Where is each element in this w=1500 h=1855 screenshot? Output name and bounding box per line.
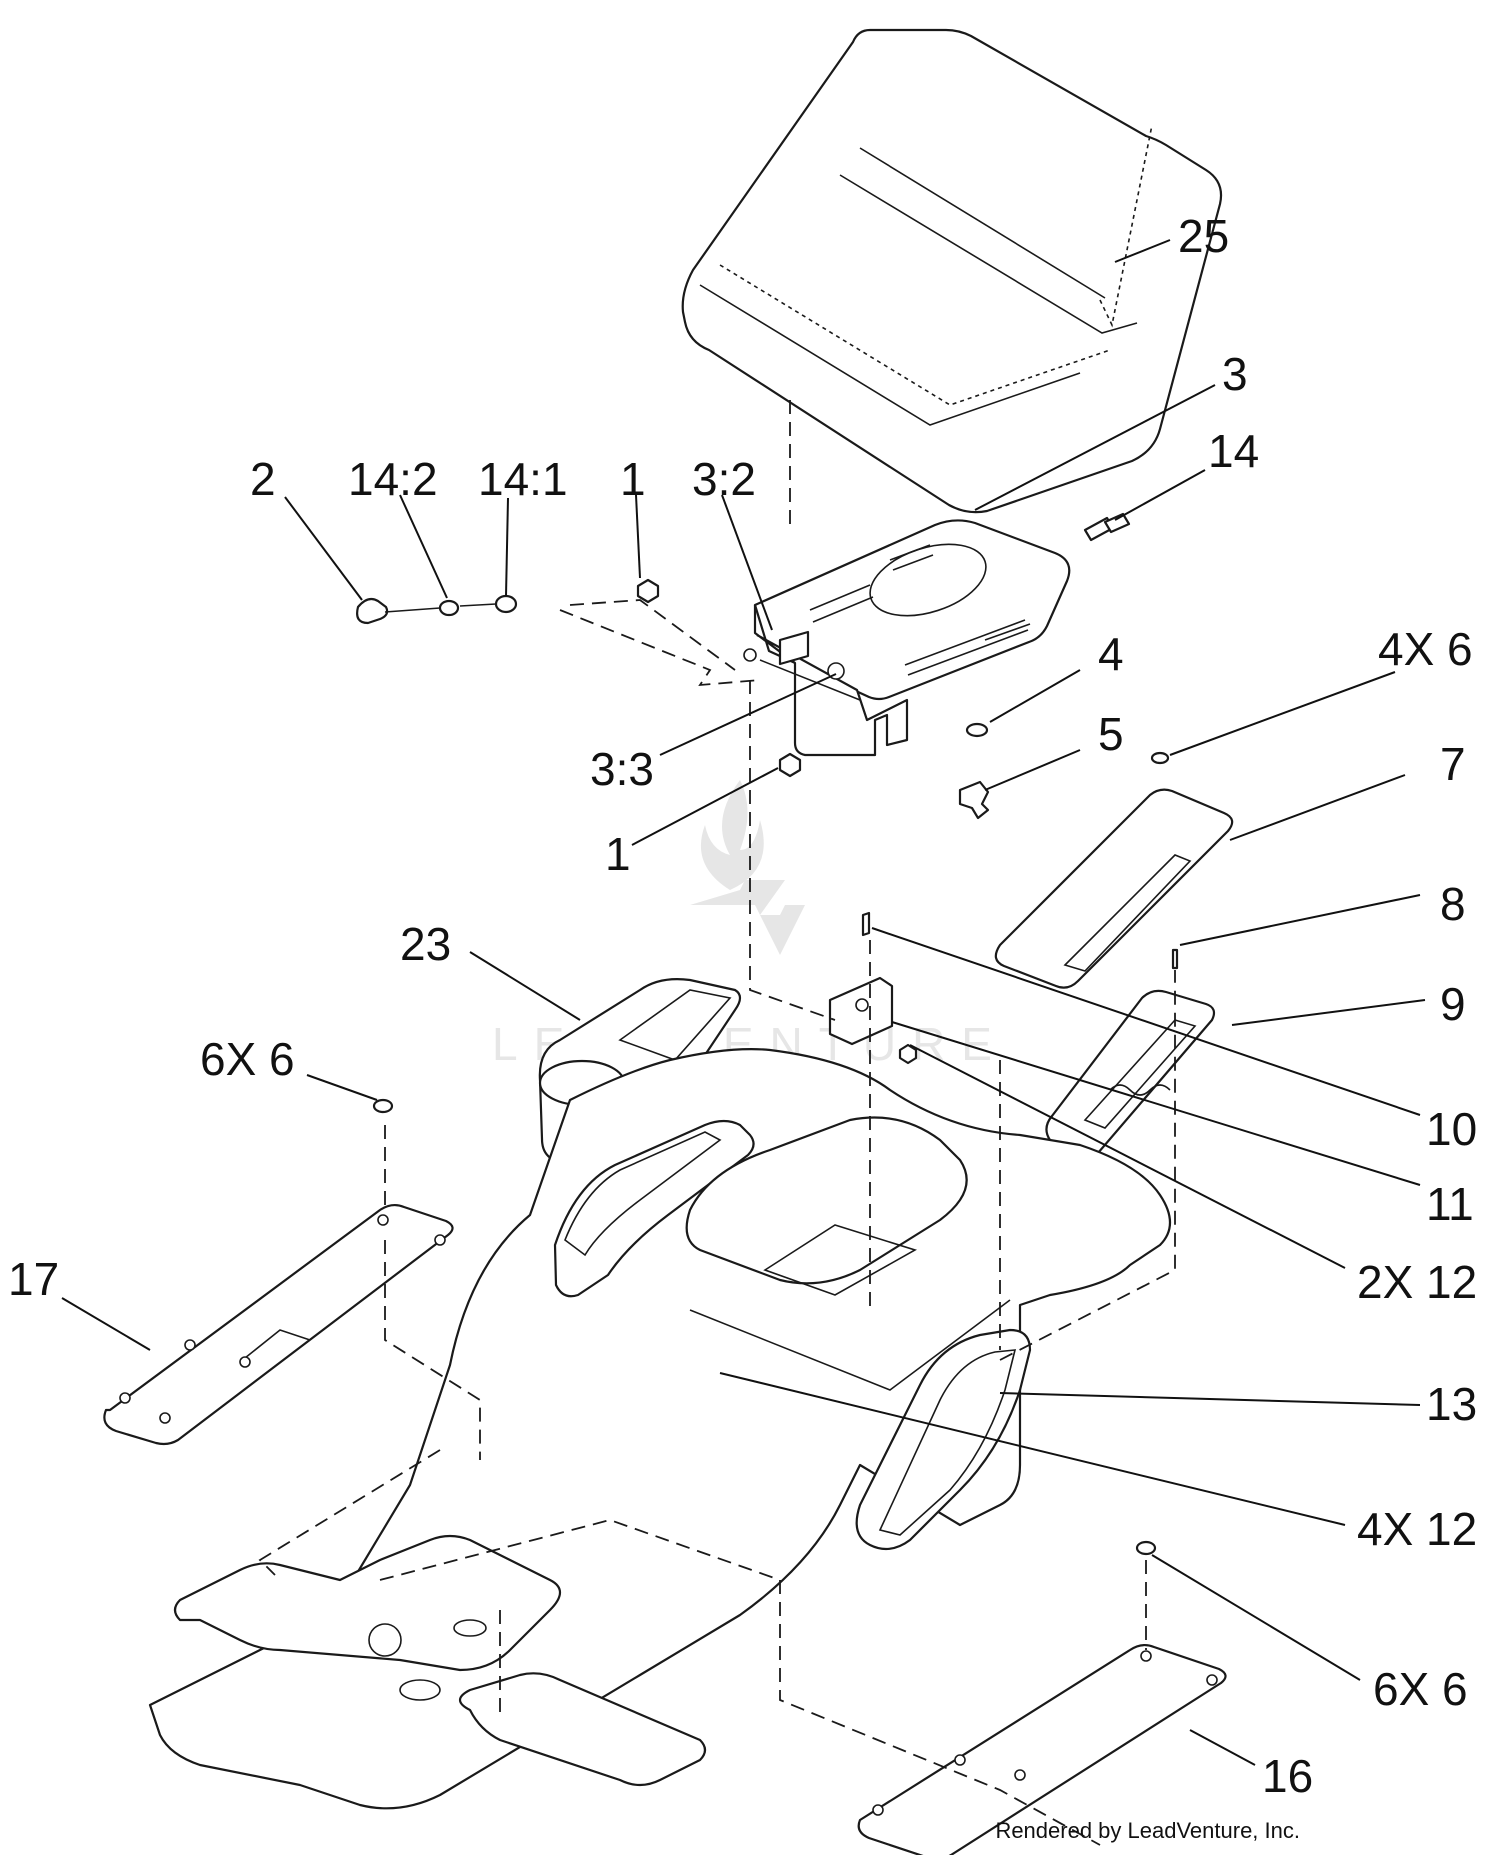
callout-25: 25 [1178, 210, 1229, 262]
shift-guide-plate [1045, 989, 1216, 1170]
seat-switch [1083, 512, 1131, 542]
callout-11: 11 [1426, 1178, 1474, 1230]
assembly-lines [258, 400, 1176, 1846]
callout-3-3: 3:3 [590, 743, 654, 795]
callout-1-top: 1 [620, 453, 646, 505]
callout-5: 5 [1098, 708, 1124, 760]
render-credit: Rendered by LeadVenture, Inc. [995, 1818, 1300, 1843]
callout-2: 2 [250, 453, 276, 505]
callout-labels: 25 3 14 2 14:2 14:1 1 3:2 3:3 1 4 5 4X 6… [8, 210, 1477, 1802]
callout-13: 13 [1426, 1378, 1477, 1430]
hardware-items [372, 578, 1179, 1556]
callout-16: 16 [1262, 1750, 1313, 1802]
seat-pan [743, 519, 1071, 757]
callout-3: 3 [1222, 348, 1248, 400]
callout-23: 23 [400, 918, 451, 970]
fender-body [148, 1048, 1172, 1810]
callout-8: 8 [1440, 878, 1466, 930]
left-footrest-mat [103, 1203, 454, 1446]
right-footrest-mat [857, 1643, 1227, 1855]
ignition-key [356, 594, 518, 625]
callout-6x6-left: 6X 6 [200, 1033, 295, 1085]
callout-3-2: 3:2 [692, 453, 756, 505]
callout-4: 4 [1098, 628, 1124, 680]
callout-17: 17 [8, 1253, 59, 1305]
seat-cushion [681, 28, 1223, 514]
callout-1-bottom: 1 [605, 828, 631, 880]
callout-14-2: 14:2 [348, 453, 438, 505]
mounting-bracket [828, 976, 894, 1046]
callout-10: 10 [1426, 1103, 1477, 1155]
callout-6x6-right: 6X 6 [1373, 1663, 1468, 1715]
callout-7: 7 [1440, 738, 1466, 790]
callout-2x12: 2X 12 [1357, 1256, 1477, 1308]
callout-14: 14 [1208, 425, 1259, 477]
shift-cover-plate [994, 788, 1234, 989]
callout-4x12: 4X 12 [1357, 1503, 1477, 1555]
callout-14-1: 14:1 [478, 453, 568, 505]
leader-lines [61, 239, 1426, 1766]
callout-4x6: 4X 6 [1378, 623, 1473, 675]
callout-9: 9 [1440, 978, 1466, 1030]
